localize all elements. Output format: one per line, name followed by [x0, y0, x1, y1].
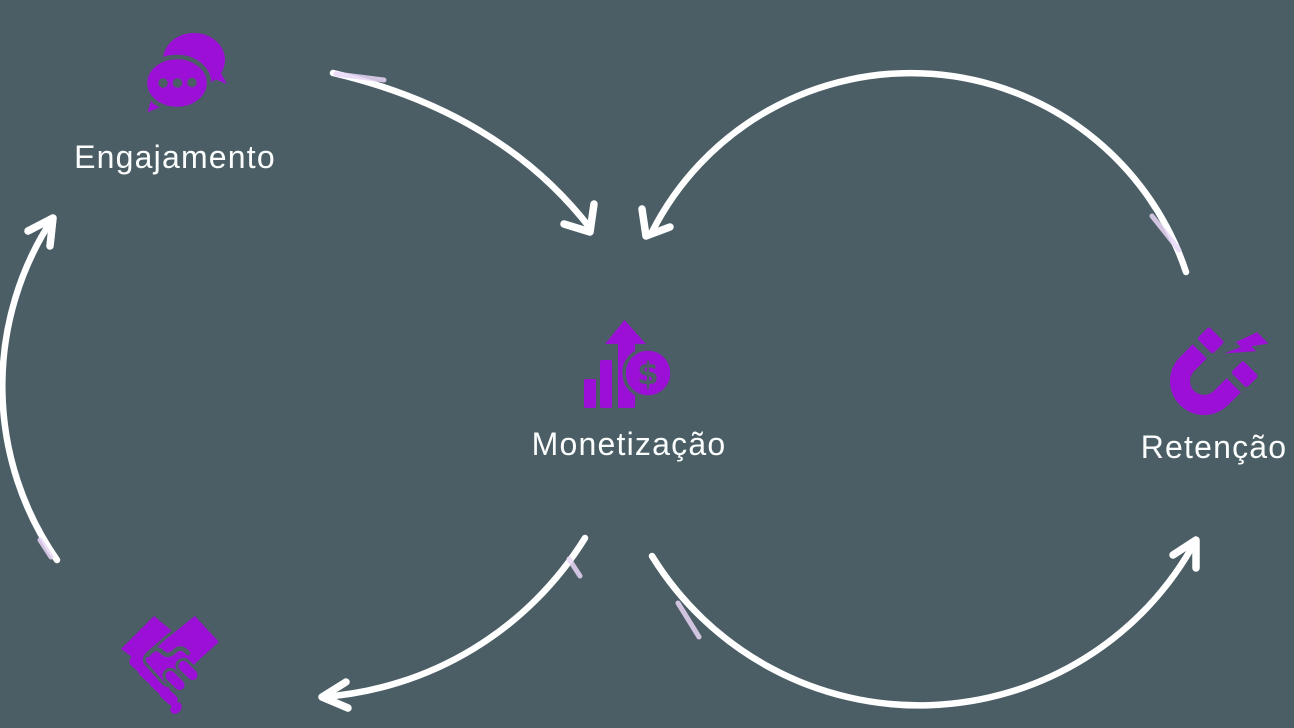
- arrow-tint: [1149, 213, 1182, 253]
- bar-medium: [600, 360, 612, 408]
- arrow-curve: [318, 534, 589, 701]
- handshake-left-fingers: [129, 655, 182, 714]
- chat-dots: [158, 77, 197, 88]
- arrow-tint: [37, 537, 54, 560]
- lightning-bolt-icon: [1224, 332, 1269, 354]
- arrow-retention-to-monetization: [638, 69, 1190, 276]
- arrowhead-icon: [318, 678, 352, 712]
- dollar-coin: [622, 347, 674, 399]
- node-label-retention: Retenção: [1140, 429, 1288, 465]
- magnet-body: [1170, 344, 1241, 415]
- handshake-clasp-line: [145, 646, 191, 658]
- handshake-right-fingers: [162, 657, 201, 694]
- arrow-partnership-to-engagement: [0, 214, 61, 564]
- dollar-sign: $: [637, 356, 659, 392]
- arrow-engagement-to-monetization: [329, 69, 598, 236]
- arrow-curve: [329, 69, 594, 232]
- arrowhead-icon: [638, 205, 674, 240]
- arrow-monetization-to-partnership: [318, 534, 589, 712]
- growth-chart-dollar-icon: $: [584, 320, 674, 408]
- arrow-tint: [675, 600, 702, 640]
- magnet-pole-tip: [1197, 327, 1224, 354]
- node-label-monetization: Monetização: [531, 426, 727, 462]
- arrow-tint: [333, 71, 387, 83]
- arrowhead-icon: [560, 200, 598, 236]
- arrowhead-icon: [1169, 536, 1200, 572]
- arrow-curve: [0, 214, 61, 564]
- magnet-icon: [1170, 327, 1269, 415]
- arrow-curve: [648, 69, 1190, 276]
- chat-bubbles-icon: [141, 33, 227, 119]
- arrow-tint: [566, 556, 583, 579]
- chat-back-tail: [212, 66, 227, 84]
- arrow-monetization-to-retention: [648, 536, 1200, 709]
- arrowhead-icon: [24, 214, 57, 250]
- bar-small: [584, 379, 596, 408]
- arrow-curve: [648, 536, 1200, 709]
- magnet-pole-tip: [1231, 361, 1258, 388]
- node-label-engagement: Engajamento: [74, 139, 276, 175]
- handshake-icon: [121, 612, 223, 714]
